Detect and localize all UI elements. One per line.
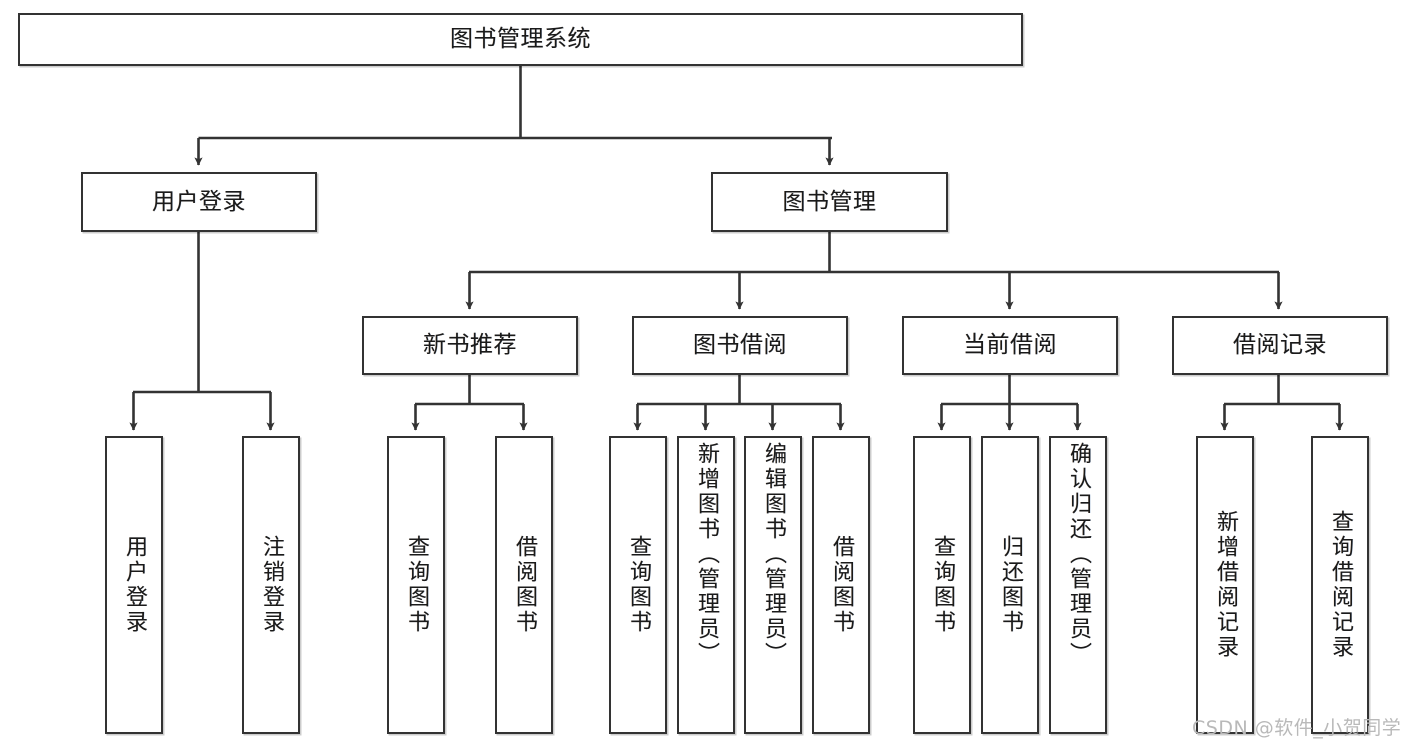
node-leaf-add-record[interactable]: 新增借阅记录 — [1196, 436, 1254, 734]
node-borrow-record-label: 借阅记录 — [1233, 332, 1327, 359]
node-leaf-edit-book-label: 编辑图书（管理员） — [761, 442, 786, 667]
node-leaf-edit-book[interactable]: 编辑图书（管理员） — [744, 436, 802, 734]
node-leaf-confirm-return-label: 确认归还（管理员） — [1066, 442, 1091, 667]
node-leaf-query-record-label: 查询借阅记录 — [1328, 510, 1353, 660]
node-leaf-query-book-2[interactable]: 查询图书 — [609, 436, 667, 734]
node-leaf-return-book[interactable]: 归还图书 — [981, 436, 1039, 734]
node-leaf-user-logout[interactable]: 注销登录 — [242, 436, 300, 734]
node-leaf-borrow-book-1[interactable]: 借阅图书 — [495, 436, 553, 734]
node-leaf-borrow-book-2[interactable]: 借阅图书 — [812, 436, 870, 734]
node-user-login-label: 用户登录 — [152, 188, 246, 215]
node-leaf-user-login[interactable]: 用户登录 — [105, 436, 163, 734]
node-book-borrow-label: 图书借阅 — [693, 332, 787, 359]
node-leaf-query-book-3[interactable]: 查询图书 — [913, 436, 971, 734]
node-leaf-query-book-1-label: 查询图书 — [404, 535, 429, 635]
node-root[interactable]: 图书管理系统 — [18, 13, 1023, 66]
node-borrow-record[interactable]: 借阅记录 — [1172, 316, 1388, 375]
node-user-login[interactable]: 用户登录 — [81, 172, 317, 232]
node-leaf-user-login-label: 用户登录 — [122, 535, 147, 635]
node-leaf-query-record[interactable]: 查询借阅记录 — [1311, 436, 1369, 734]
node-leaf-return-book-label: 归还图书 — [998, 535, 1023, 635]
node-book-borrow[interactable]: 图书借阅 — [632, 316, 848, 375]
node-leaf-query-book-1[interactable]: 查询图书 — [387, 436, 445, 734]
node-leaf-add-record-label: 新增借阅记录 — [1213, 510, 1238, 660]
node-book-manage-label: 图书管理 — [782, 188, 877, 215]
node-leaf-add-book[interactable]: 新增图书（管理员） — [677, 436, 735, 734]
csdn-watermark: CSDN @软件_小贺同学 — [1192, 717, 1402, 739]
node-leaf-user-logout-label: 注销登录 — [259, 535, 284, 635]
node-leaf-confirm-return[interactable]: 确认归还（管理员） — [1049, 436, 1107, 734]
node-leaf-borrow-book-1-label: 借阅图书 — [512, 535, 537, 635]
node-current-borrow[interactable]: 当前借阅 — [902, 316, 1118, 375]
node-new-book-recommend-label: 新书推荐 — [423, 332, 517, 359]
node-book-manage[interactable]: 图书管理 — [711, 172, 948, 232]
node-leaf-borrow-book-2-label: 借阅图书 — [829, 535, 854, 635]
node-current-borrow-label: 当前借阅 — [963, 332, 1057, 359]
node-new-book-recommend[interactable]: 新书推荐 — [362, 316, 578, 375]
node-leaf-query-book-3-label: 查询图书 — [930, 535, 955, 635]
node-root-label: 图书管理系统 — [450, 26, 591, 53]
node-leaf-query-book-2-label: 查询图书 — [626, 535, 651, 635]
node-leaf-add-book-label: 新增图书（管理员） — [694, 442, 719, 667]
